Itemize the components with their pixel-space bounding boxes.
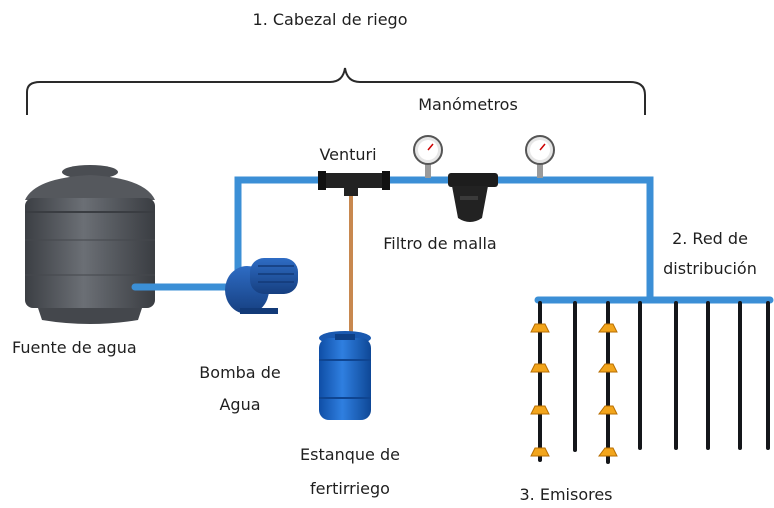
red-label-line1: 2. Red de [672,229,748,248]
dripper-icon [530,447,550,457]
gauge-icon [525,135,555,178]
emitters [530,323,618,457]
manometros-label: Manómetros [418,95,518,114]
mesh-filter-icon [448,173,498,222]
fuente-label: Fuente de agua [12,338,137,357]
dripper-icon [530,323,550,333]
dripper-icon [598,447,618,457]
estanque-label-line1: Estanque de [300,445,400,464]
filtro-label: Filtro de malla [383,234,496,253]
emisores-label: 3. Emisores [519,485,612,504]
pump-icon [225,258,298,314]
bomba-label-line1: Bomba de [199,363,280,382]
cabezal-label: 1. Cabezal de riego [253,10,408,29]
pipe-network [131,176,774,304]
dripper-icon [530,363,550,373]
dripper-icon [598,363,618,373]
fertilizer-tank-icon [319,331,371,420]
dripper-icon [598,405,618,415]
cabezal-brace [26,67,646,115]
water-tank-icon [25,165,155,324]
estanque-label-line2: fertirriego [310,479,390,498]
bomba-label-line2: Agua [219,395,260,414]
venturi-suction-tube [349,188,353,340]
lateral-lines [538,301,770,464]
venturi-icon [318,171,390,196]
gauge-icon [413,135,443,178]
dripper-icon [598,323,618,333]
venturi-label: Venturi [319,145,376,164]
red-label-line2: distribución [663,259,757,278]
dripper-icon [530,405,550,415]
